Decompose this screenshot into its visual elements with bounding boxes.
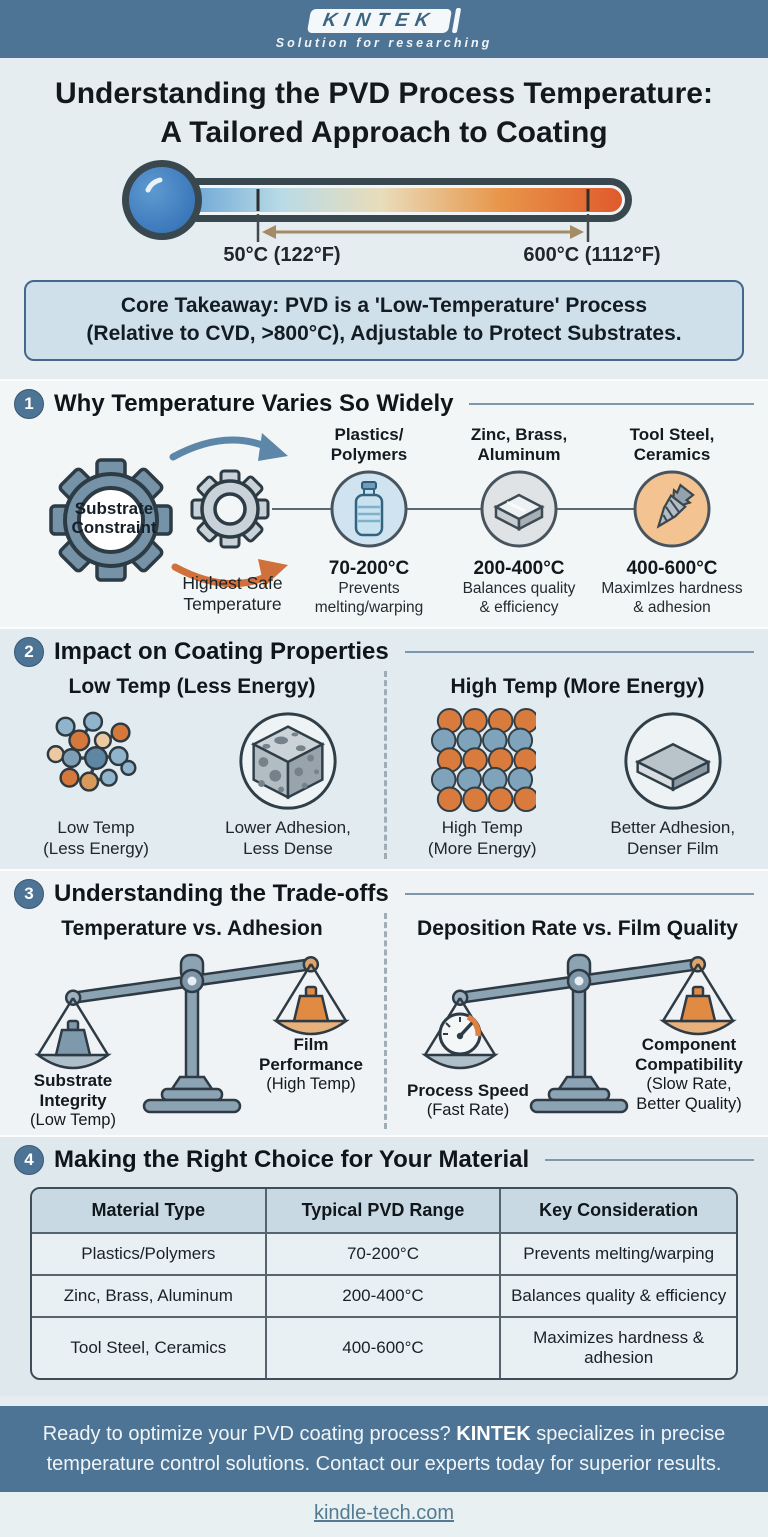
section3-number-badge: 3 — [14, 879, 44, 909]
material-desc: Prevents melting/warping — [293, 580, 445, 618]
material-item-tool-steel-ceramics: Tool Steel, Ceramics 400-600°C Maximlzes… — [596, 425, 748, 618]
table-row: Tool Steel, Ceramics 400-600°C Maximizes… — [32, 1318, 736, 1378]
section4-rule — [545, 1159, 754, 1161]
col-pvd-range: Typical PVD Range — [267, 1189, 502, 1234]
material-name: Zinc, Brass, Aluminum — [443, 425, 595, 467]
material-item-zinc-brass-aluminum: Zinc, Brass, Aluminum 200-400°C Balances… — [443, 425, 595, 618]
page-title-line2: A Tailored Approach to Coating — [10, 113, 758, 152]
cta-brand: KINTEK — [456, 1423, 530, 1445]
section2-title: Impact on Coating Properties — [54, 638, 389, 666]
section2-rule — [405, 651, 754, 653]
ingot-icon — [479, 469, 559, 549]
section1-number-badge: 1 — [14, 389, 44, 419]
section1-content: Substrate Constraint Highest Safe Temper… — [0, 423, 768, 621]
section2-header: 2 Impact on Coating Properties — [0, 629, 768, 671]
section-trade-offs: 3 Understanding the Trade-offs Temperatu… — [0, 869, 768, 1135]
section1-title: Why Temperature Varies So Widely — [54, 390, 453, 418]
title-band: Understanding the PVD Process Temperatur… — [0, 58, 768, 379]
molecule-item: Low Temp (Less Energy) — [0, 701, 192, 860]
section2-number-badge: 2 — [14, 637, 44, 667]
material-desc: Balances quality & efficiency — [443, 580, 595, 618]
low-temp-panel: Low Temp (Less Energy) — [0, 671, 384, 860]
better-adhesion-label: Better Adhesion, Denser Film — [578, 817, 768, 860]
small-gear-icon — [192, 471, 268, 547]
header-banner: KINTEK Solution for researching — [0, 0, 768, 58]
section3-title: Understanding the Trade-offs — [54, 880, 389, 908]
kintek-logo: KINTEK — [309, 8, 459, 33]
core-takeaway-box: Core Takeaway: PVD is a 'Low-Temperature… — [24, 280, 744, 361]
low-temp-item-label: Low Temp (Less Energy) — [0, 817, 192, 860]
thermo-high-label: 600°C (1112°F) — [502, 244, 682, 267]
material-temp: 200-400°C — [443, 558, 595, 580]
high-temp-panel: High Temp (More Energy) — [384, 671, 768, 860]
website-link[interactable]: kindle-tech.com — [314, 1502, 454, 1524]
section4-number-badge: 4 — [14, 1145, 44, 1175]
thermo-low-label: 50°C (122°F) — [192, 244, 372, 267]
table-header-row: Material Type Typical PVD Range Key Cons… — [32, 1189, 736, 1234]
section-impact-coating-properties: 2 Impact on Coating Properties Low Temp … — [0, 627, 768, 870]
dense-film-icon — [619, 707, 727, 815]
process-speed-label: Process Speed (Fast Rate) — [393, 1081, 543, 1121]
film-performance-label: Film Performance (High Temp) — [238, 1035, 384, 1095]
material-name: Tool Steel, Ceramics — [596, 425, 748, 467]
material-temp: 400-600°C — [596, 558, 748, 580]
material-comparison-table: Material Type Typical PVD Range Key Cons… — [30, 1187, 738, 1380]
range-arrow — [262, 225, 584, 239]
blue-weight-icon — [56, 1021, 90, 1055]
section1-rule — [469, 403, 754, 405]
thermometer-figure: 50°C (122°F) 600°C (1112°F) — [10, 152, 758, 274]
rate-vs-quality-heading: Deposition Rate vs. Film Quality — [393, 917, 762, 941]
molecule-icon — [42, 707, 150, 815]
porous-cube-icon — [234, 707, 342, 815]
lattice-item: High Temp (More Energy) — [387, 701, 578, 860]
substrate-constraint-label: Substrate Constraint — [56, 499, 172, 538]
section4-header: 4 Making the Right Choice for Your Mater… — [0, 1137, 768, 1179]
low-temp-heading: Low Temp (Less Energy) — [6, 675, 378, 699]
drill-bit-icon — [632, 469, 712, 549]
high-temp-item-label: High Temp (More Energy) — [387, 817, 578, 860]
temp-vs-adhesion-heading: Temperature vs. Adhesion — [6, 917, 378, 941]
orange-weight-icon — [294, 987, 328, 1021]
logo-tagline: Solution for researching — [276, 36, 492, 50]
lower-adhesion-label: Lower Adhesion, Less Dense — [192, 817, 384, 860]
component-compatibility-label: Component Compatibility (Slow Rate, Bett… — [609, 1035, 768, 1114]
material-item-plastics: Plastics/ Polymers 70-200°C Prevents mel… — [293, 425, 445, 618]
col-key-consideration: Key Consideration — [501, 1189, 736, 1234]
section4-title: Making the Right Choice for Your Materia… — [54, 1146, 529, 1174]
section2-halves: Low Temp (Less Energy) — [0, 671, 768, 860]
orange-weight-icon — [681, 987, 715, 1021]
logo-slash-icon — [452, 8, 461, 33]
takeaway-line2: (Relative to CVD, >800°C), Adjustable to… — [44, 320, 724, 348]
high-temp-heading: High Temp (More Energy) — [393, 675, 762, 699]
dense-lattice-icon — [428, 707, 536, 815]
link-band: kindle-tech.com — [0, 1492, 768, 1537]
temp-vs-adhesion-panel: Temperature vs. Adhesion — [0, 913, 384, 1129]
table-row: Zinc, Brass, Aluminum 200-400°C Balances… — [32, 1276, 736, 1318]
dense-film-item: Better Adhesion, Denser Film — [578, 701, 768, 860]
substrate-integrity-label: Substrate Integrity (Low Temp) — [2, 1071, 144, 1131]
section1-header: 1 Why Temperature Varies So Widely — [0, 381, 768, 423]
section3-halves: Temperature vs. Adhesion — [0, 913, 768, 1129]
section3-header: 3 Understanding the Trade-offs — [0, 871, 768, 913]
material-temp: 70-200°C — [293, 558, 445, 580]
speedometer-icon — [440, 1014, 480, 1054]
highest-safe-temp-caption: Highest Safe Temperature — [150, 573, 315, 615]
page-title: Understanding the PVD Process Temperatur… — [10, 74, 758, 152]
section-right-choice: 4 Making the Right Choice for Your Mater… — [0, 1135, 768, 1396]
material-name: Plastics/ Polymers — [293, 425, 445, 467]
takeaway-line1: Core Takeaway: PVD is a 'Low-Temperature… — [44, 292, 724, 320]
section-why-temperature-varies: 1 Why Temperature Varies So Widely — [0, 379, 768, 627]
bottle-icon — [329, 469, 409, 549]
material-desc: Maximlzes hardness & adhesion — [596, 580, 748, 618]
cta-banner: Ready to optimize your PVD coating proce… — [0, 1406, 768, 1492]
rate-vs-quality-panel: Deposition Rate vs. Film Quality — [384, 913, 768, 1129]
col-material-type: Material Type — [32, 1189, 267, 1234]
page-title-line1: Understanding the PVD Process Temperatur… — [10, 74, 758, 113]
section3-rule — [405, 893, 754, 895]
kintek-logo-text: KINTEK — [307, 9, 452, 33]
porous-film-item: Lower Adhesion, Less Dense — [192, 701, 384, 860]
table-row: Plastics/Polymers 70-200°C Prevents melt… — [32, 1234, 736, 1276]
cta-text-before: Ready to optimize your PVD coating proce… — [43, 1423, 457, 1445]
